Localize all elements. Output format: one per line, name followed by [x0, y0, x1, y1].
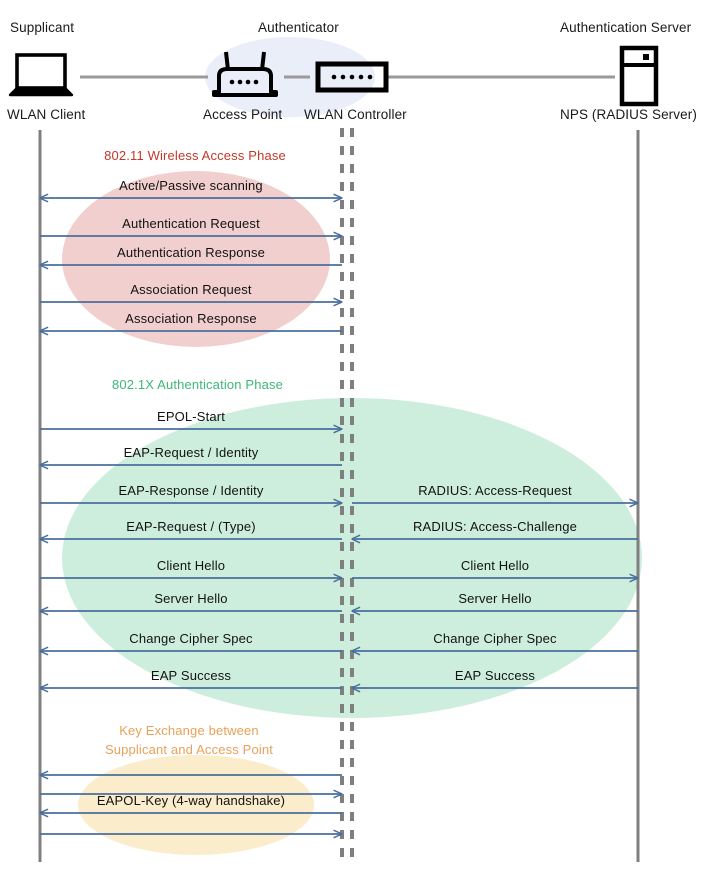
message-arrow-layer	[40, 198, 638, 834]
message-label: RADIUS: Access-Challenge	[413, 519, 577, 534]
phase-label-wireless-access: 802.11 Wireless Access Phase	[104, 148, 286, 163]
phase-ellipse-key-exchange	[78, 755, 314, 855]
message-label: EAP-Request / Identity	[123, 445, 259, 460]
device-label-wlan-client: WLAN Client	[7, 107, 86, 122]
message-label: Client Hello	[156, 558, 226, 573]
message-label: EPOL-Start	[157, 409, 225, 424]
phase-ellipse-dot1x	[62, 398, 642, 718]
role-label-authenticator: Authenticator	[258, 20, 339, 35]
device-label-wlan-controller: WLAN Controller	[304, 107, 407, 122]
laptop-icon	[8, 53, 74, 97]
message-label: EAP Success	[454, 668, 536, 683]
server-icon	[619, 45, 659, 107]
message-label: Association Request	[130, 282, 252, 297]
message-label: Authentication Request	[122, 216, 260, 231]
message-label: Server Hello	[154, 591, 228, 606]
role-label-authentication-server: Authentication Server	[560, 20, 692, 35]
message-label: Association Response	[125, 311, 257, 326]
message-label: Change Cipher Spec	[433, 631, 557, 646]
phase-ellipse-wireless-access	[62, 171, 330, 347]
message-label: EAPOL-Key (4-way handshake)	[96, 793, 286, 808]
phase-label-key-exchange-line2: Supplicant and Access Point	[104, 742, 274, 757]
message-label: EAP Success	[150, 668, 232, 683]
access-point-icon	[212, 51, 278, 97]
phase-label-dot1x-auth: 802.1X Authentication Phase	[111, 377, 283, 392]
device-label-nps-radius-server: NPS (RADIUS Server)	[560, 107, 697, 122]
message-label: Change Cipher Spec	[129, 631, 253, 646]
message-label: Server Hello	[458, 591, 532, 606]
message-label: Client Hello	[460, 558, 530, 573]
message-label: Active/Passive scanning	[119, 178, 263, 193]
message-label: RADIUS: Access-Request	[418, 483, 572, 498]
role-label-supplicant: Supplicant	[10, 20, 75, 35]
device-label-access-point: Access Point	[203, 107, 283, 122]
wlan-controller-icon	[315, 61, 389, 93]
message-label: EAP-Response / Identity	[118, 483, 264, 498]
message-label: EAP-Request / (Type)	[126, 519, 256, 534]
message-label: Authentication Response	[117, 245, 265, 260]
phase-label-key-exchange-line1: Key Exchange between	[119, 723, 259, 738]
